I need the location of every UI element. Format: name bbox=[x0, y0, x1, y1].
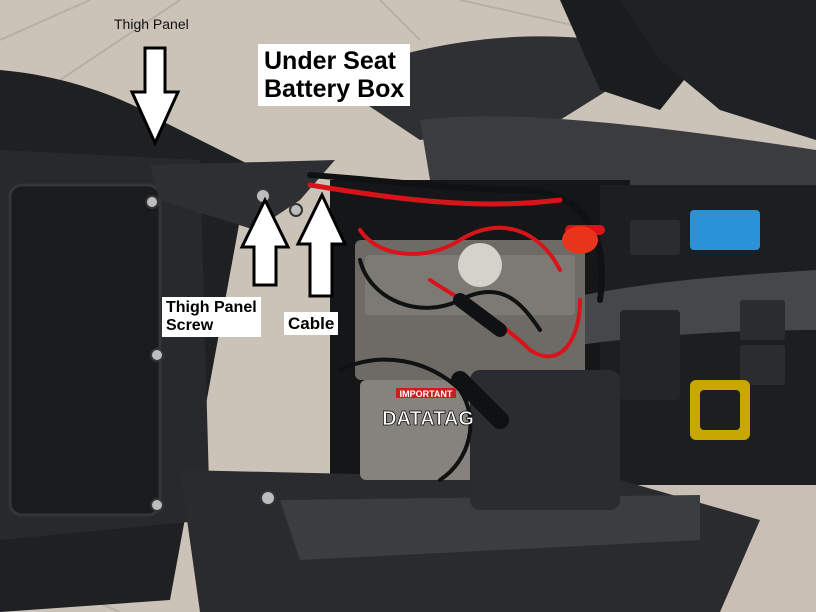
battery-brand-text: DATATAG bbox=[382, 408, 474, 430]
title-line-1: Under Seat bbox=[264, 47, 396, 75]
fuse-box bbox=[620, 210, 785, 440]
battery-warning-text: IMPORTANT bbox=[400, 389, 453, 399]
screw-label-line-2: Screw bbox=[166, 316, 214, 334]
arrow-thigh-panel bbox=[129, 46, 181, 147]
screw-label-line-1: Thigh Panel bbox=[166, 299, 257, 316]
arrow-cable bbox=[295, 191, 348, 298]
thigh-panel-screw-label: Thigh Panel Screw bbox=[162, 297, 261, 337]
arrow-thigh-panel-screw bbox=[239, 196, 291, 287]
wiring bbox=[307, 172, 605, 482]
screws bbox=[145, 188, 303, 512]
battery bbox=[355, 240, 620, 510]
title-label: Under Seat Battery Box bbox=[258, 44, 411, 106]
thigh-panel-label: Thigh Panel bbox=[114, 16, 189, 32]
battery-sticker: IMPORTANT DATATAG bbox=[382, 388, 474, 430]
cable-label: Cable bbox=[284, 312, 339, 336]
title-line-2: Battery Box bbox=[264, 75, 405, 103]
